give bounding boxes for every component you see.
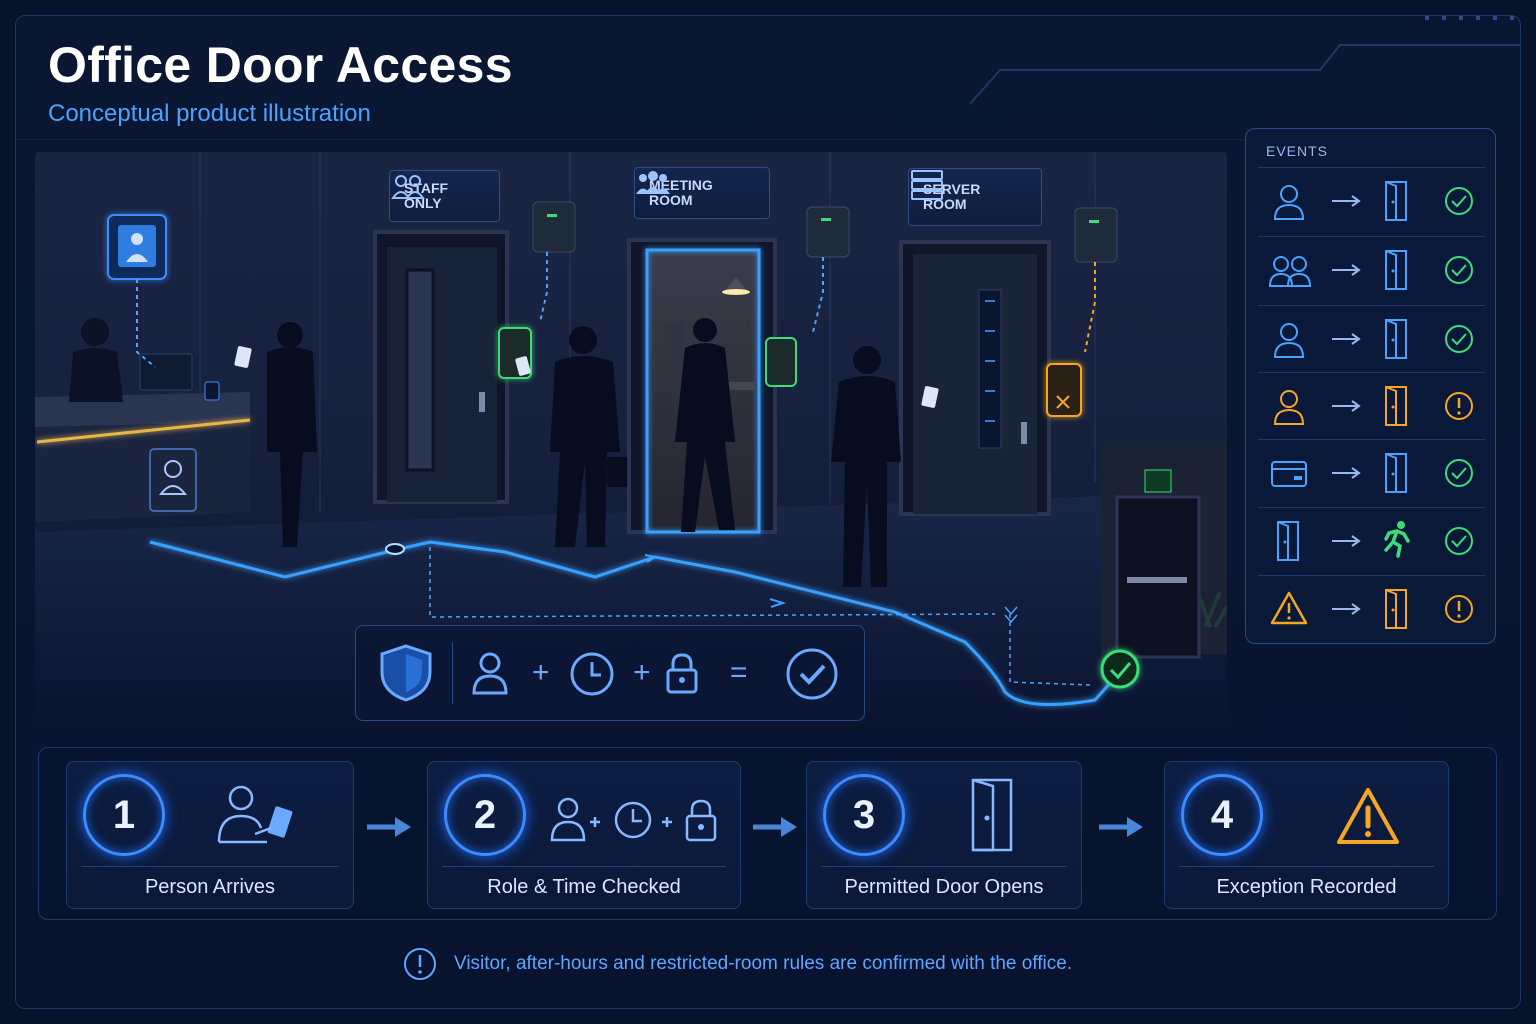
event-row	[1258, 507, 1485, 574]
step-divider	[81, 866, 339, 867]
step-permitted-door-opens: 3 Permitted Door Opens	[806, 761, 1082, 909]
access-rule-formula: + + =	[355, 625, 865, 721]
shield-icon	[380, 644, 432, 702]
info-circle-icon	[404, 948, 436, 980]
arrow-right-icon	[753, 817, 797, 837]
server-rack-icon	[911, 170, 943, 200]
step-divider	[821, 866, 1067, 867]
person-icon	[472, 652, 508, 695]
step-caption: Permitted Door Opens	[844, 876, 1044, 898]
step-exception-recorded: 4 Exception Recorded	[1164, 761, 1449, 909]
check-circle-icon	[1445, 459, 1473, 487]
arrow-right-icon	[367, 817, 411, 837]
arrow-right-icon	[1332, 400, 1361, 412]
door-icon	[1385, 589, 1407, 629]
step-caption: Role & Time Checked	[487, 876, 681, 898]
person-with-card-icon	[217, 785, 293, 844]
step-number: 4	[1181, 774, 1263, 856]
equals-operator: =	[730, 656, 748, 689]
meeting-group-icon	[636, 171, 670, 194]
footnote-text: Visitor, after-hours and restricted-room…	[454, 953, 1073, 974]
check-circle-icon	[1445, 187, 1473, 215]
arrow-right-icon	[1332, 195, 1361, 207]
arrow-right-icon	[1332, 603, 1361, 615]
group-icon	[391, 175, 425, 199]
arrow-right-icon	[1332, 535, 1361, 547]
door-icon	[1385, 319, 1407, 359]
lock-icon	[666, 653, 698, 694]
door-icon	[1277, 521, 1299, 561]
arrow-right-icon	[1332, 333, 1361, 345]
reception-desk	[35, 353, 251, 522]
check-circle-icon	[786, 648, 838, 700]
clock-icon	[570, 652, 614, 696]
sign-staff-only: STAFF ONLY	[389, 170, 500, 222]
event-row	[1258, 305, 1485, 372]
running-exit-icon	[1384, 521, 1410, 558]
event-row-warning	[1258, 372, 1485, 439]
step-divider	[1179, 866, 1434, 867]
event-row-warning	[1258, 575, 1485, 642]
event-row	[1258, 167, 1485, 234]
sign-server-room: SERVER ROOM	[908, 168, 1042, 226]
door-icon	[1385, 386, 1407, 426]
step-role-time-checked: 2 Role & Time Checked	[427, 761, 741, 909]
door-server-room	[899, 240, 1051, 516]
step-number: 2	[444, 774, 526, 856]
door-staff-only	[373, 230, 509, 504]
warning-triangle-icon	[1337, 788, 1399, 844]
plus-operator: +	[633, 656, 651, 689]
arrow-right-icon	[1332, 467, 1361, 479]
group-icon	[1268, 256, 1312, 287]
process-steps: 1 Person Arrives 2 Role & Time Checked	[38, 747, 1497, 920]
exclamation-circle-icon	[1445, 595, 1473, 623]
sign-label: SERVER ROOM	[923, 181, 981, 212]
step-number: 1	[83, 774, 165, 856]
page-title: Office Door Access	[48, 37, 513, 93]
plus-operator: +	[532, 656, 550, 689]
card-icon	[1271, 461, 1307, 487]
exclamation-circle-icon	[1445, 392, 1473, 420]
step-caption: Person Arrives	[144, 876, 276, 898]
open-door-icon	[971, 778, 1013, 852]
person-clock-lock-icon	[550, 797, 717, 842]
footnote: Visitor, after-hours and restricted-room…	[402, 946, 1072, 982]
step-divider	[442, 866, 726, 867]
person-icon	[1273, 390, 1305, 425]
warning-triangle-icon	[1270, 591, 1308, 625]
person-icon	[1273, 185, 1305, 220]
office-corridor-illustration: STAFF ONLY MEETING ROOM SERVER ROOM	[35, 152, 1227, 734]
sign-meeting-room: MEETING ROOM	[634, 167, 770, 219]
check-circle-icon	[1445, 527, 1473, 555]
check-circle-icon	[1445, 325, 1473, 353]
check-circle-icon	[1445, 256, 1473, 284]
door-icon	[1385, 250, 1407, 290]
events-heading: EVENTS	[1266, 143, 1329, 159]
event-row	[1258, 236, 1485, 303]
step-person-arrives: 1 Person Arrives	[66, 761, 354, 909]
step-number: 3	[823, 774, 905, 856]
page-subtitle: Conceptual product illustration	[48, 100, 371, 127]
step-caption: Exception Recorded	[1216, 876, 1397, 898]
arrow-right-icon	[1099, 817, 1143, 837]
door-icon	[1385, 181, 1407, 221]
arrow-right-icon	[1332, 264, 1361, 276]
door-icon	[1385, 453, 1407, 493]
event-row	[1258, 439, 1485, 506]
events-panel: EVENTS	[1245, 128, 1496, 644]
person-icon	[1273, 323, 1305, 358]
